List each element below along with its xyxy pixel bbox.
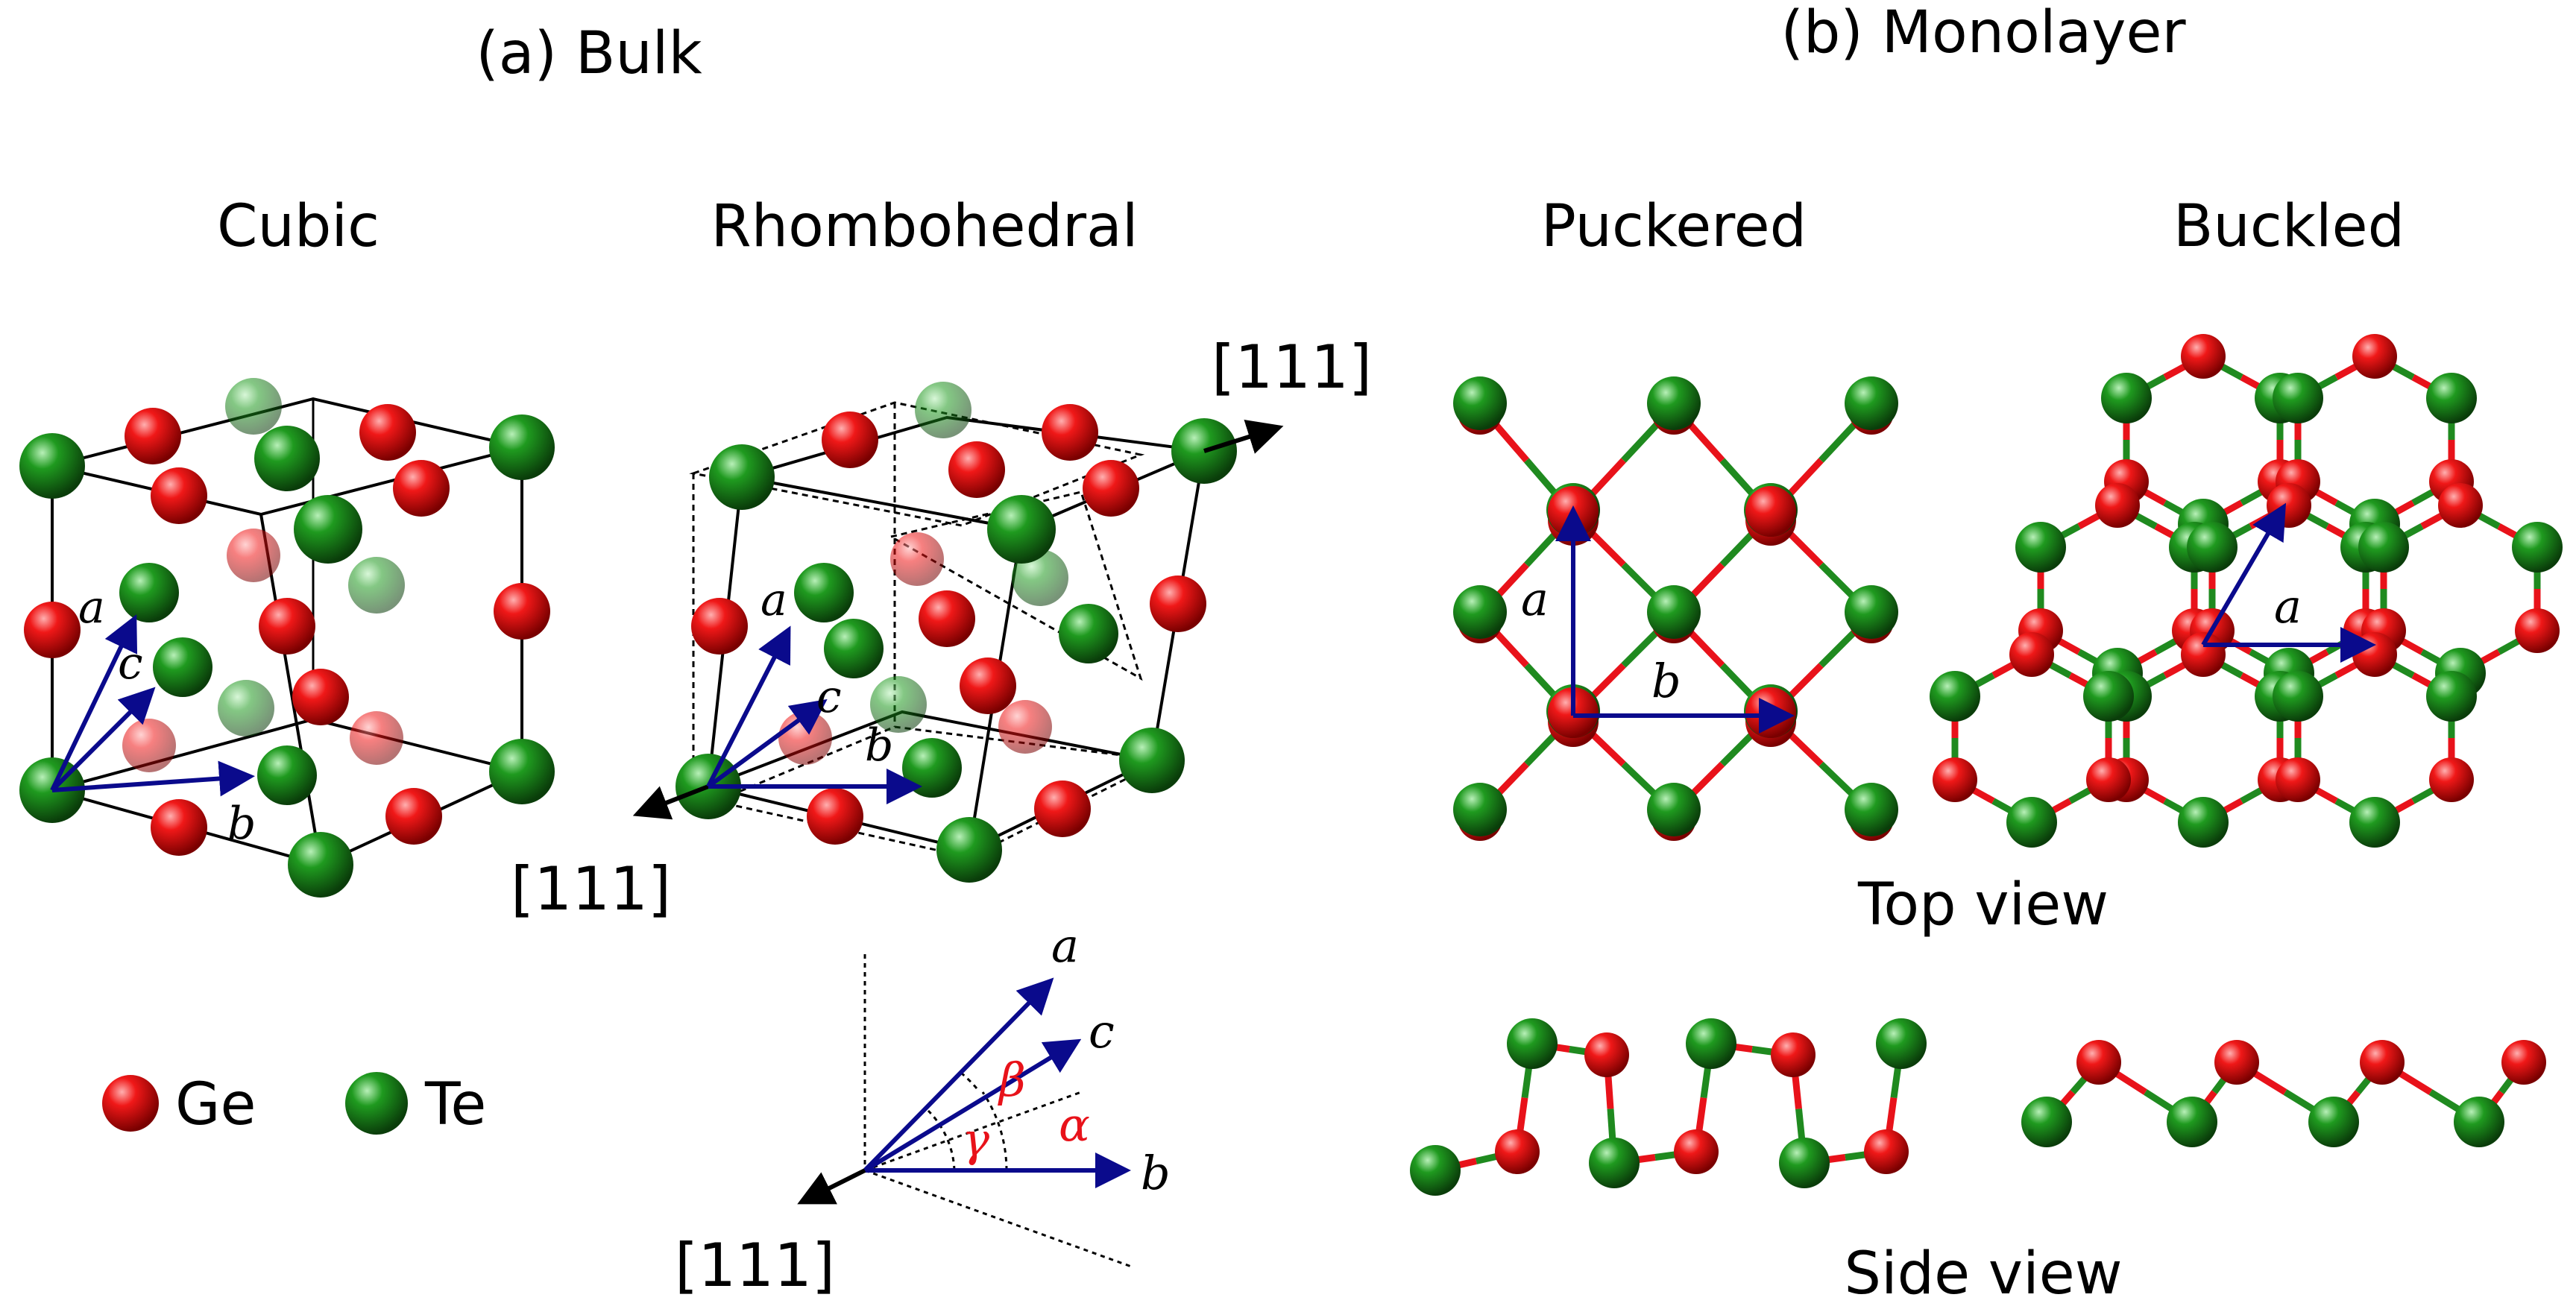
te-atom: [1876, 1018, 1927, 1069]
legend-ge-label: Ge: [175, 1071, 256, 1138]
te-atom: [2426, 671, 2477, 722]
ge-atom: [2429, 757, 2474, 802]
lattice-angle-diagram: a c b β α γ [111]: [675, 918, 1171, 1300]
puckered-vector-b: b: [1651, 654, 1681, 708]
diagram-vector-b: b: [1141, 1146, 1171, 1200]
te-atom: [2273, 373, 2323, 423]
cubic-cell: a c b: [19, 378, 555, 898]
te-atom: [1779, 1138, 1830, 1188]
te-atom: [1845, 585, 1898, 639]
te-atom: [1453, 376, 1507, 430]
ge-atom: [2501, 1040, 2546, 1085]
te-atom: [1410, 1145, 1461, 1196]
legend-te-swatch: [345, 1072, 408, 1135]
ge-atom: [1745, 687, 1796, 738]
legend-te-label: Te: [424, 1071, 486, 1138]
puckered-label: Puckered: [1541, 193, 1807, 260]
direction-111-mid: [111]: [511, 854, 671, 924]
ge-atom: [1584, 1032, 1629, 1077]
te-atom: [1930, 671, 1980, 722]
panel-a-title: (a) Bulk: [476, 20, 702, 87]
ge-atom: [2276, 757, 2320, 802]
ge-atom: [2515, 608, 2560, 653]
te-atom: [1453, 783, 1507, 836]
direction-111-top: [111]: [1212, 332, 1372, 402]
te-atom: [1453, 585, 1507, 639]
legend: Ge Te: [102, 1071, 486, 1138]
te-atom: [2358, 522, 2409, 573]
te-atom: [2454, 1097, 2504, 1147]
cubic-vector-a: a: [78, 581, 105, 634]
te-atom: [2426, 373, 2477, 423]
puckered-vector-a: a: [1521, 572, 1549, 626]
ge-atom: [2352, 334, 2397, 379]
cubic-label: Cubic: [217, 193, 380, 260]
angle-alpha: α: [1059, 1097, 1090, 1152]
ge-atom: [1933, 757, 1977, 802]
te-atom: [2006, 797, 2057, 848]
rhombo-vector-b: b: [865, 719, 893, 772]
te-atom: [2273, 671, 2323, 722]
top-view-label: Top view: [1857, 871, 2109, 939]
buckled-label: Buckled: [2173, 193, 2405, 260]
ge-atom: [1674, 1129, 1719, 1174]
ge-atom: [2086, 757, 2131, 802]
te-atom: [1647, 376, 1701, 430]
ge-atom: [2181, 334, 2226, 379]
cubic-vector-c: c: [118, 637, 143, 690]
buckled-vector-a: a: [2274, 579, 2302, 634]
te-atom: [1845, 783, 1898, 836]
legend-ge-swatch: [102, 1075, 159, 1132]
ge-atom: [1745, 486, 1796, 537]
ge-atom: [1864, 1129, 1909, 1174]
ge-atom: [2181, 632, 2226, 677]
angle-gamma: γ: [962, 1112, 990, 1167]
ge-atom: [2009, 632, 2054, 677]
te-atom: [2512, 522, 2563, 573]
rhombohedral-cell: a c b [111] [111]: [511, 332, 1372, 924]
puckered-top-view: a b: [1453, 376, 1898, 841]
direction-111-bottom: [111]: [675, 1231, 835, 1300]
te-atom: [1845, 376, 1898, 430]
ge-atom: [1495, 1129, 1540, 1174]
ge-atom: [2438, 483, 2483, 528]
buckled-top-view: a: [1930, 334, 2563, 848]
diagram-vector-c: c: [1089, 1004, 1115, 1059]
te-atom: [2178, 797, 2229, 848]
ge-atom: [2352, 632, 2397, 677]
diagram-vector-a: a: [1051, 918, 1079, 973]
buckled-side-view: [2021, 1040, 2546, 1147]
ge-atom: [1771, 1032, 1816, 1077]
te-atom: [2349, 797, 2400, 848]
te-atom: [1589, 1138, 1640, 1188]
te-atom: [2187, 522, 2238, 573]
panel-b-title: (b) Monolayer: [1780, 0, 2186, 66]
te-atom: [1507, 1018, 1558, 1069]
ge-atom: [2214, 1040, 2259, 1085]
te-atom: [2015, 522, 2066, 573]
angle-beta: β: [998, 1053, 1026, 1107]
rhombohedral-label: Rhombohedral: [711, 193, 1138, 260]
te-atom: [1686, 1018, 1736, 1069]
te-atom: [2308, 1097, 2359, 1147]
te-atom: [1647, 585, 1701, 639]
te-atom: [2021, 1097, 2072, 1147]
side-view-label: Side view: [1844, 1240, 2122, 1308]
te-atom: [2101, 373, 2152, 423]
ge-atom: [2095, 483, 2140, 528]
ge-atom: [2076, 1040, 2121, 1085]
rhombo-vector-a: a: [760, 574, 787, 626]
rhombo-vector-c: c: [816, 671, 842, 723]
cubic-vector-b: b: [227, 798, 256, 850]
te-atom: [2167, 1097, 2217, 1147]
puckered-side-view: [1410, 1018, 1927, 1196]
te-atom: [1647, 783, 1701, 836]
ge-atom: [2360, 1040, 2405, 1085]
te-atom: [2083, 671, 2134, 722]
